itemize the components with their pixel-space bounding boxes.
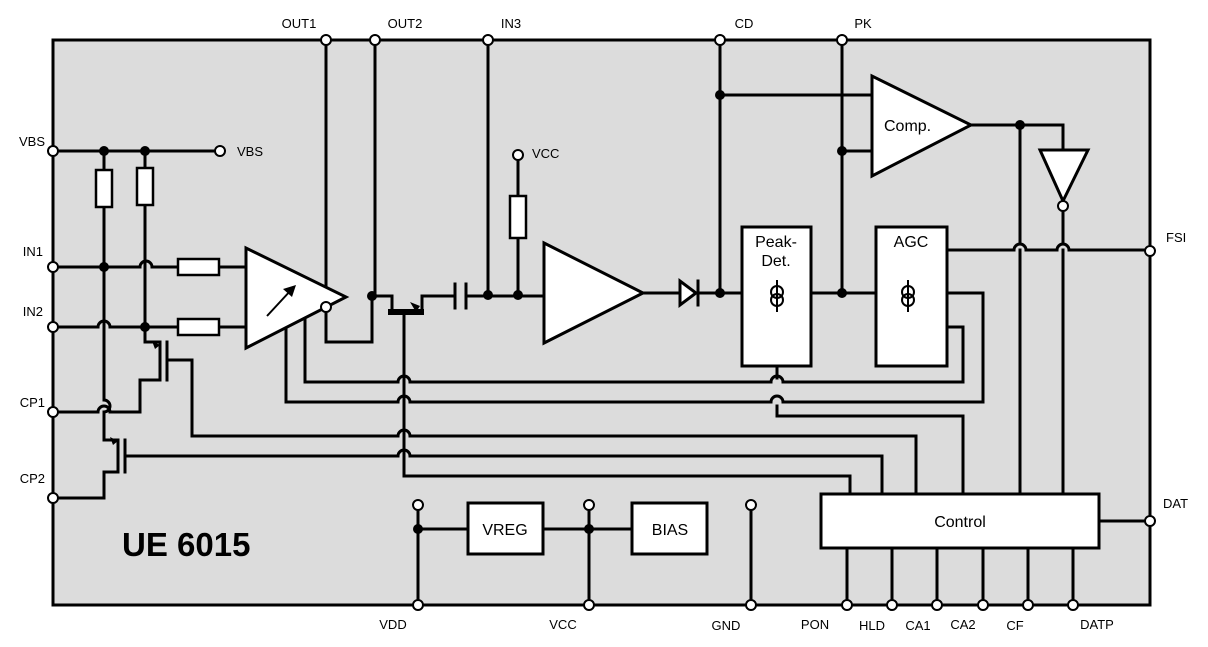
pin-label-dat: DAT <box>1163 496 1188 511</box>
inner-label-vbs: VBS <box>237 144 263 159</box>
peak-det-label-2: Det. <box>761 253 790 270</box>
coupling-capacitor <box>453 282 468 310</box>
pin-label-datp: DATP <box>1080 617 1114 632</box>
vreg-block: VREG <box>466 501 545 556</box>
vreg-label: VREG <box>482 522 527 539</box>
comparator-block: Comp. <box>870 73 975 179</box>
pin-label-cd: CD <box>735 16 754 31</box>
peak-det-label-1: Peak- <box>755 234 797 251</box>
pin-label-hld: HLD <box>859 618 885 633</box>
pin-labels: OUT1 OUT2 IN3 CD PK VBS IN1 IN2 CP1 CP2 … <box>19 16 1188 633</box>
diode <box>678 278 700 308</box>
pin-label-in2: IN2 <box>23 304 43 319</box>
pin-label-gnd: GND <box>712 618 741 633</box>
pin-label-ca1: CA1 <box>905 618 930 633</box>
pin-label-vdd: VDD <box>379 617 406 632</box>
peak-detector-block: Peak- Det. <box>740 225 813 368</box>
output-transistor <box>388 302 424 315</box>
junction-dots <box>99 90 1025 534</box>
current-source-icon <box>770 280 784 312</box>
resistor-r2 <box>135 166 155 207</box>
pin-label-pon: PON <box>801 617 829 632</box>
input-amplifier <box>244 245 350 351</box>
output-buffer <box>1037 148 1091 205</box>
pin-label-out1: OUT1 <box>282 16 317 31</box>
resistor-in2 <box>176 317 221 337</box>
pin-label-fsi: FSI <box>1166 230 1186 245</box>
main-amplifier <box>542 240 647 346</box>
resistor-r1 <box>94 168 114 209</box>
agc-block: AGC <box>874 225 949 368</box>
pin-label-vcc: VCC <box>549 617 576 632</box>
pin-terminals <box>47 34 1156 611</box>
pin-label-cf: CF <box>1006 618 1023 633</box>
pin-label-pk: PK <box>854 16 872 31</box>
pin-label-out2: OUT2 <box>388 16 423 31</box>
transistor-arrow-1 <box>152 341 160 349</box>
pin-label-in3: IN3 <box>501 16 521 31</box>
current-source-icon <box>901 280 915 312</box>
transistor-arrow-2 <box>110 437 118 445</box>
resistor-in1 <box>176 257 221 277</box>
wires <box>51 38 1152 607</box>
inner-label-vcc: VCC <box>532 146 559 161</box>
pin-label-cp1: CP1 <box>20 395 45 410</box>
chip-title: UE 6015 <box>122 526 250 563</box>
control-block: Control <box>819 492 1101 550</box>
bias-label: BIAS <box>652 522 688 539</box>
bias-block: BIAS <box>630 501 709 556</box>
pin-label-cp2: CP2 <box>20 471 45 486</box>
pin-label-vbs: VBS <box>19 134 45 149</box>
control-label: Control <box>934 514 986 531</box>
comparator-label: Comp. <box>884 118 931 135</box>
pin-label-ca2: CA2 <box>950 617 975 632</box>
agc-label: AGC <box>894 234 929 251</box>
pin-label-in1: IN1 <box>23 244 43 259</box>
resistor-vcc <box>508 194 528 240</box>
